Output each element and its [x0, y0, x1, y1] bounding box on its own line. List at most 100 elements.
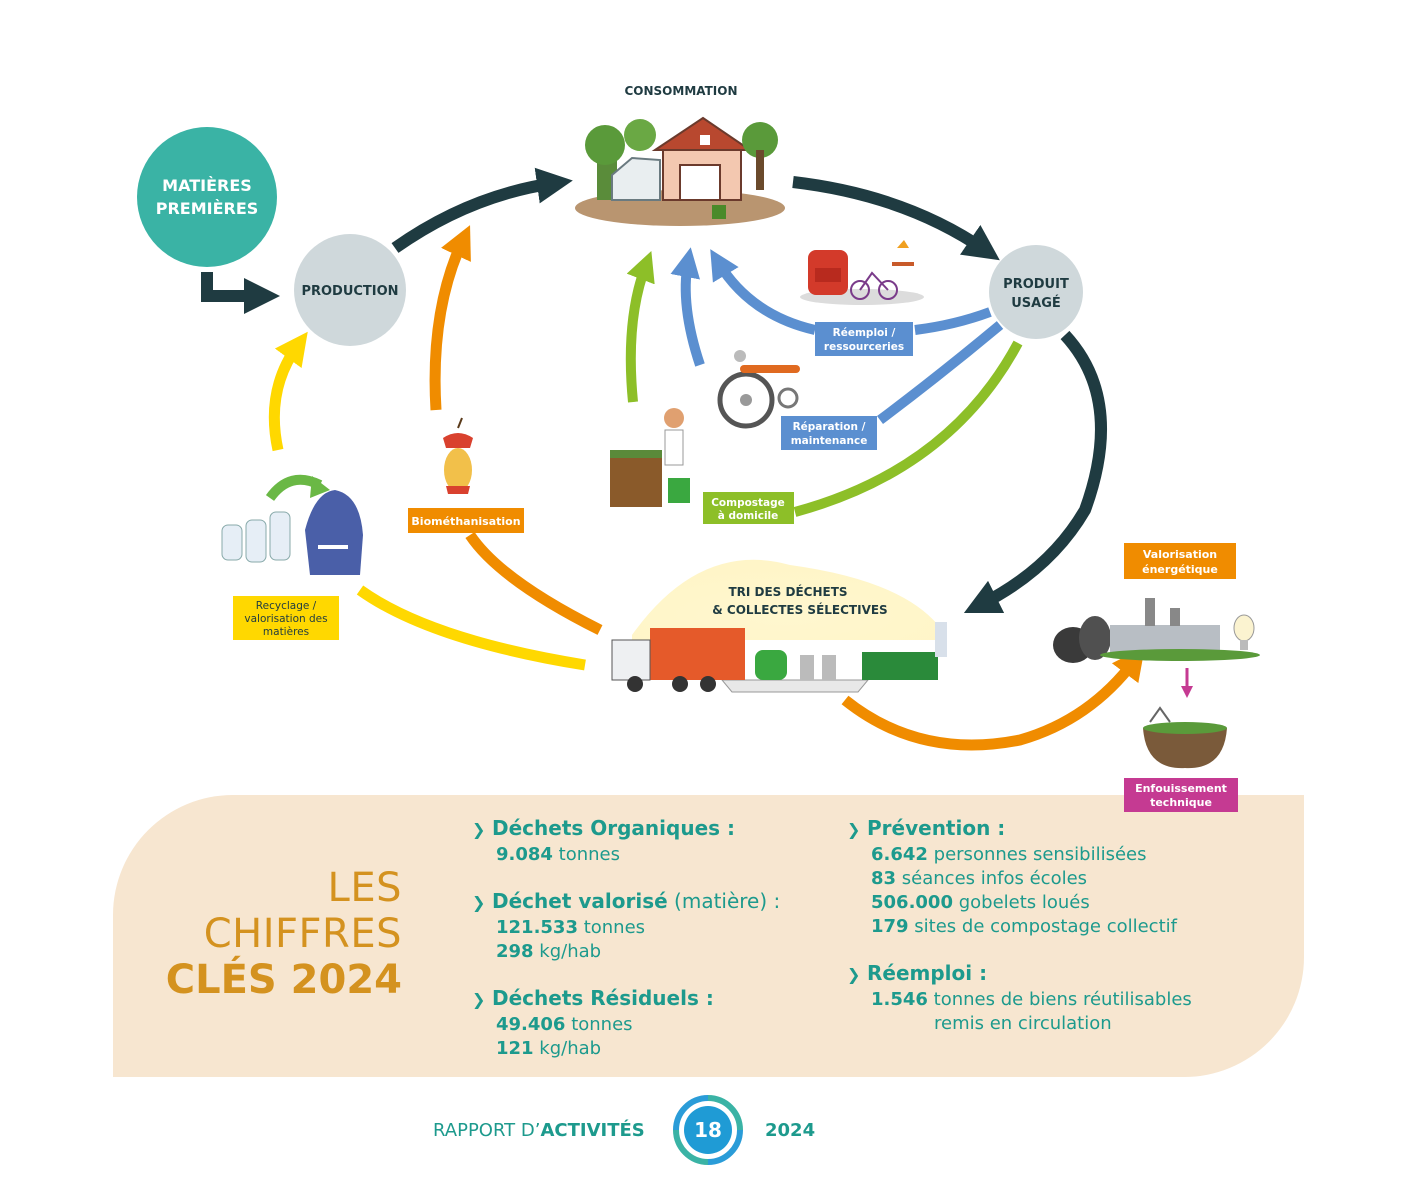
tri-label-1: TRI DES DÉCHETS [728, 584, 847, 599]
stat-line: 121 kg/hab [472, 1037, 780, 1061]
arrow-recyclage [356, 585, 586, 671]
waste-cycle-diagram: MATIÈRES PREMIÈRES PRODUCTION CONSOMMATI… [137, 84, 1260, 769]
stat-value: 506.000 [871, 892, 953, 913]
page-number: 18 [694, 1118, 722, 1142]
tag-recyclage: Recyclage / valorisation des matières [233, 596, 339, 640]
tag-reparation-line2: maintenance [791, 435, 868, 447]
stat-value: 83 [871, 868, 897, 889]
stat-group-organiques: ❯ Déchets Organiques : 9.084 tonnes [472, 813, 780, 867]
stat-group-residuels: ❯ Déchets Résiduels : 49.406 tonnes 121 k… [472, 983, 780, 1061]
chevron-icon: ❯ [472, 893, 486, 912]
stat-unit: tonnes [552, 844, 620, 865]
stats-column-right: ❯ Prévention : 6.642 personnes sensibilis… [847, 813, 1192, 1055]
tag-valorisation-energetique: Valorisation énergétique [1124, 543, 1236, 579]
tag-reemploi-line2: ressourceries [824, 341, 904, 353]
stat-value: 121.533 [496, 917, 578, 938]
stat-group-reemploi: ❯ Réemploi : 1.546 tonnes de biens réutil… [847, 958, 1192, 1036]
compost-illustration [610, 408, 690, 507]
recycling-illustration [221, 474, 363, 575]
tag-recyclage-line2: valorisation des [244, 613, 327, 625]
stat-value: 9.084 [496, 844, 553, 865]
chevron-icon: ❯ [472, 990, 486, 1009]
tag-reparation-line1: Réparation / [793, 421, 866, 433]
node-matieres-premieres: MATIÈRES PREMIÈRES [137, 127, 277, 267]
title-line-1: LES [327, 865, 402, 911]
tag-valorisation-line2: énergétique [1142, 563, 1218, 576]
chevron-icon: ❯ [472, 820, 486, 839]
key-figures-title: LES CHIFFRES CLÉS 2024 [0, 865, 402, 1003]
arrow-biomethanisation [465, 531, 603, 635]
arrow-reparation-up [670, 247, 705, 367]
stat-unit: remis en circulation [934, 1013, 1112, 1034]
arrow-consommation-to-produit [792, 176, 1000, 261]
house-illustration [575, 116, 785, 226]
tag-compostage: Compostage à domicile [703, 492, 794, 524]
stat-heading: Déchet valorisé [492, 889, 668, 913]
arrow-recyclage-up [268, 331, 308, 452]
stats-column-left: ❯ Déchets Organiques : 9.084 tonnes ❯ Déch… [472, 813, 780, 1080]
page-number-badge: 18 [673, 1095, 743, 1165]
tag-recyclage-line3: matières [263, 626, 309, 638]
tag-reemploi: Réemploi / ressourceries [815, 322, 913, 356]
production-label: PRODUCTION [301, 284, 398, 299]
consommation-label: CONSOMMATION [624, 84, 737, 98]
tag-compostage-line1: Compostage [711, 497, 785, 509]
stat-value: 121 [496, 1038, 534, 1059]
arrow-produit-to-tri [963, 330, 1107, 614]
stat-line: 121.533 tonnes [472, 916, 780, 940]
stat-line: 83 séances infos écoles [847, 867, 1192, 891]
tag-enfouissement-line2: technique [1150, 796, 1212, 809]
tag-recyclage-line1: Recyclage / [256, 600, 317, 612]
title-line-3: CLÉS 2024 [165, 957, 402, 1003]
arrow-tri-to-valorisation [841, 646, 1145, 751]
arrow-production-to-consommation [391, 167, 573, 253]
footer-report-label: RAPPORT D’ACTIVITÉS [433, 1120, 645, 1152]
stat-unit: kg/hab [533, 941, 602, 962]
apple-core-illustration [443, 417, 473, 494]
stat-unit: personnes sensibilisées [927, 844, 1147, 865]
stat-heading: Déchets Résiduels : [492, 986, 714, 1010]
stat-heading: Prévention : [867, 816, 1006, 840]
stat-unit: kg/hab [533, 1038, 602, 1059]
stat-line: 179 sites de compostage collectif [847, 915, 1192, 939]
tag-biomethanisation-label: Biométhanisation [411, 515, 520, 528]
matieres-label-1: MATIÈRES [162, 176, 252, 195]
tag-reemploi-line1: Réemploi / [833, 327, 896, 339]
stat-line: 6.642 personnes sensibilisées [847, 843, 1192, 867]
stat-group-prevention: ❯Prévention : 6.642 personnes sensibilis… [847, 813, 1192, 939]
stat-value: 298 [496, 941, 534, 962]
footer-rapport: RAPPORT D’ [433, 1120, 541, 1141]
furniture-illustration [800, 240, 924, 305]
tag-enfouissement: Enfouissement technique [1124, 778, 1238, 812]
arrow-compostage-up [625, 250, 655, 403]
stat-heading: Réemploi : [867, 961, 988, 985]
arrow-reparation [876, 321, 1004, 424]
stat-value: 49.406 [496, 1014, 566, 1035]
stat-unit: gobelets loués [952, 892, 1090, 913]
produit-label-1: PRODUIT [1003, 277, 1069, 292]
tag-compostage-line2: à domicile [718, 510, 779, 522]
node-production: PRODUCTION [294, 234, 406, 346]
footer-year: 2024 [765, 1120, 815, 1152]
tag-enfouissement-line1: Enfouissement [1135, 782, 1227, 795]
footer-activites: ACTIVITÉS [540, 1120, 645, 1141]
stat-unit: tonnes [577, 917, 646, 938]
stat-unit: tonnes [565, 1014, 633, 1035]
stat-unit: séances infos écoles [896, 868, 1088, 889]
stat-unit: sites de compostage collectif [908, 916, 1177, 937]
stat-group-valorise: ❯Déchet valorisé (matière) : 121.533 ton… [472, 886, 780, 964]
produit-label-2: USAGÉ [1011, 295, 1061, 311]
key-figures-panel [113, 795, 1304, 1077]
arrow-compostage [793, 340, 1023, 517]
stat-heading: Déchets Organiques : [492, 816, 736, 840]
stat-line: remis en circulation [847, 1012, 1192, 1036]
stat-unit: tonnes de biens réutilisables [927, 989, 1192, 1010]
chevron-icon: ❯ [847, 965, 861, 984]
stat-line: 298 kg/hab [472, 940, 780, 964]
landfill-illustration [1143, 706, 1227, 769]
node-tri: TRI DES DÉCHETS & COLLECTES SÉLECTIVES [611, 559, 947, 693]
stat-line: 1.546 tonnes de biens réutilisables [847, 988, 1192, 1012]
arrow-biomethanisation-up [429, 225, 471, 411]
node-produit-usage: PRODUIT USAGÉ [989, 245, 1083, 339]
stat-value: 179 [871, 916, 909, 937]
